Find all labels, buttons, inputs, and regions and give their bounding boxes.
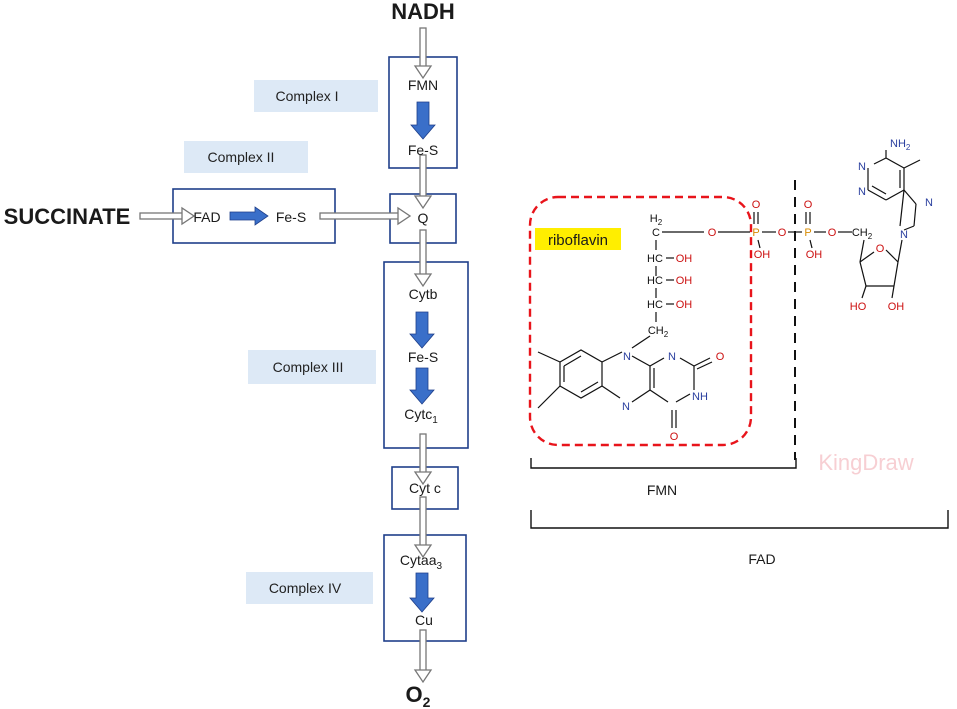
fes-complex-ii-label: Fe-S [276, 209, 306, 225]
q-label: Q [418, 210, 429, 226]
svg-text:N: N [622, 401, 630, 413]
blue-arrow-fes-cytc1 [409, 367, 435, 405]
svg-text:HC: HC [647, 275, 663, 287]
fmn-label: FMN [408, 77, 438, 93]
hollow-arrow-fes-q [413, 154, 433, 210]
svg-text:NH2: NH2 [890, 138, 911, 152]
svg-text:CH2: CH2 [852, 227, 873, 241]
svg-text:P: P [752, 227, 759, 239]
cytb-label: Cytb [409, 286, 438, 302]
svg-text:O: O [828, 227, 837, 239]
cytc1-label: Cytc1 [404, 406, 438, 426]
fad-structure-label: FAD [748, 551, 775, 567]
blue-arrow-fad-fes [229, 206, 269, 226]
complex-i-label: Complex I [275, 88, 338, 104]
svg-text:HC: HC [647, 253, 663, 265]
complex-iv-label-box [246, 572, 373, 604]
hollow-arrow-nadh-fmn [413, 27, 433, 80]
svg-text:O: O [670, 431, 679, 443]
hollow-arrow-cytc-cytaa3 [413, 496, 433, 559]
blue-arrow-cytaa3-cu [409, 572, 435, 613]
svg-text:OH: OH [676, 299, 693, 311]
nadh-label: NADH [391, 0, 455, 24]
o2-label: O2 [406, 682, 431, 709]
svg-text:OH: OH [676, 253, 693, 265]
svg-text:O: O [804, 199, 813, 211]
phosphate-linkage: O P O OH O P O OH O CH2 [708, 199, 873, 261]
fad-bracket [530, 510, 949, 529]
complex-iv-label: Complex IV [269, 580, 342, 596]
cu-label: Cu [415, 612, 433, 628]
blue-arrow-cytb-fes [409, 311, 435, 349]
svg-text:P: P [804, 227, 811, 239]
hollow-arrow-fes-q-horizontal [319, 206, 412, 226]
cytaa3-label: Cytaa3 [400, 552, 443, 572]
svg-text:CH2: CH2 [648, 325, 669, 339]
svg-text:N: N [900, 229, 908, 241]
svg-text:N: N [668, 351, 676, 363]
hollow-arrow-cytc1-cytc [413, 433, 433, 486]
fes-complex-i-label: Fe-S [408, 142, 438, 158]
complex-iii-label-box [248, 350, 376, 384]
blue-arrow-fmn-fes [410, 101, 436, 140]
svg-text:C: C [652, 227, 660, 239]
ribose-ring: O HO OH [850, 239, 905, 313]
hollow-arrow-cu-o2 [413, 629, 433, 684]
svg-text:OH: OH [754, 249, 771, 261]
svg-text:OH: OH [676, 275, 693, 287]
fmn-structure-label: FMN [647, 482, 677, 498]
svg-text:O: O [778, 227, 787, 239]
riboflavin-label: riboflavin [548, 232, 608, 249]
riboflavin-region [528, 195, 753, 447]
succinate-label: SUCCINATE [4, 204, 131, 229]
fes-complex-iii-label: Fe-S [408, 349, 438, 365]
svg-text:NH: NH [692, 391, 708, 403]
svg-text:O: O [716, 351, 725, 363]
svg-text:H2: H2 [650, 213, 663, 227]
svg-text:N: N [925, 197, 933, 209]
svg-text:O: O [708, 227, 717, 239]
riboflavin-highlight [535, 228, 621, 250]
complex-i-label-box [254, 80, 378, 112]
isoalloxazine-ring: N N N NH O O [537, 349, 725, 443]
svg-text:HC: HC [647, 299, 663, 311]
svg-text:OH: OH [888, 301, 905, 313]
svg-text:HO: HO [850, 301, 867, 313]
cytc-label: Cyt c [409, 480, 441, 496]
complex-iii-label: Complex III [273, 359, 344, 375]
fad-label: FAD [193, 209, 220, 225]
complex-ii-label: Complex II [208, 149, 275, 165]
fmn-bracket [530, 458, 797, 469]
ribityl-chain: H2 C HC OH HC OH HC OH CH2 [631, 213, 704, 349]
svg-text:N: N [858, 161, 866, 173]
svg-text:N: N [858, 186, 866, 198]
complex-ii-label-box [184, 141, 308, 173]
svg-text:N: N [623, 351, 631, 363]
hollow-arrow-q-cytb [413, 229, 433, 288]
hollow-arrow-succinate-fad [139, 206, 196, 226]
svg-text:O: O [752, 199, 761, 211]
adenine: N N N N NH2 [858, 138, 933, 241]
svg-text:O: O [876, 243, 885, 255]
svg-text:OH: OH [806, 249, 823, 261]
kingdraw-watermark: KingDraw [818, 450, 913, 475]
